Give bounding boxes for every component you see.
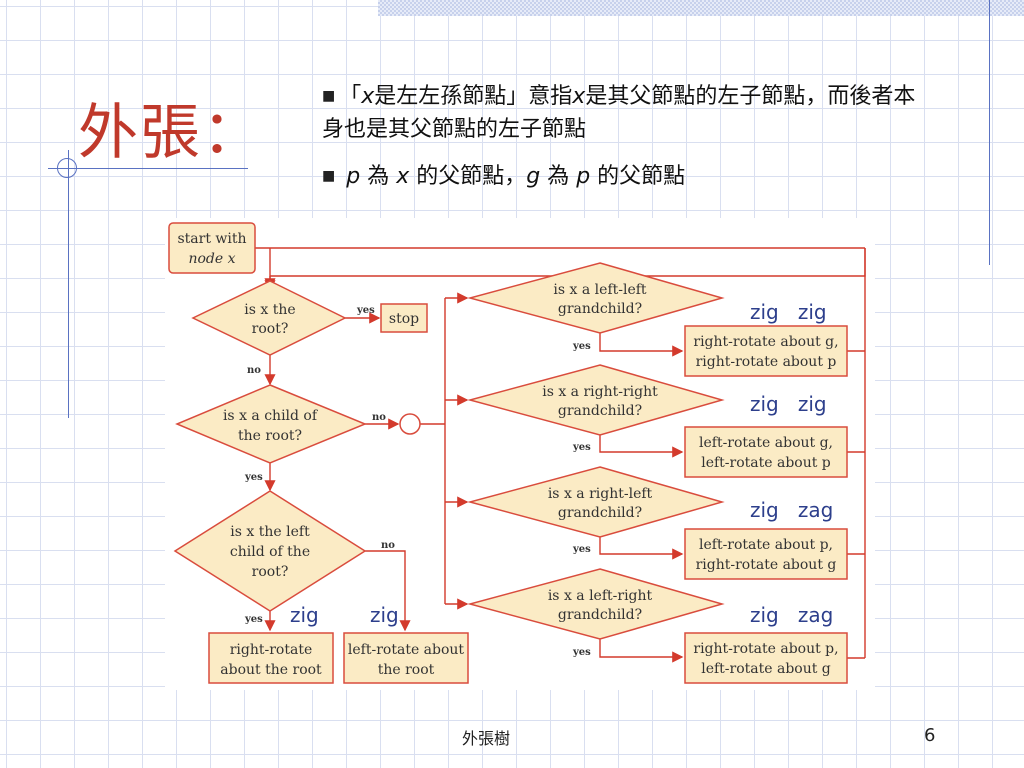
- slide-page-number: 6: [924, 725, 936, 746]
- lr-action-line-2: left-rotate about g: [701, 661, 831, 677]
- ll-action-line-1: right-rotate about g,: [693, 334, 838, 350]
- rl-question-line-1: is x a right-left: [548, 486, 653, 502]
- left-right-decision: is x a left-right grandchild?: [467, 568, 725, 640]
- rl-action-line-2: right-rotate about g: [696, 557, 837, 573]
- is-left-child-decision: is x the left child of the root?: [173, 490, 367, 612]
- left-right-action: right-rotate about p, left-rotate about …: [684, 632, 848, 684]
- right-rotate-root-node: right-rotate about the root: [208, 632, 334, 684]
- right-right-decision: is x a right-right grandchild?: [467, 364, 725, 436]
- decorative-horizontal-line: [48, 168, 248, 169]
- is-left-child-line-3: root?: [252, 564, 289, 580]
- right-rotate-root-line-1: right-rotate: [230, 642, 313, 658]
- start-node: start with node x: [168, 222, 256, 274]
- ll-zigzig-label: zig zig: [750, 300, 827, 324]
- yes-label-rl: yes: [572, 544, 591, 555]
- left-left-action: right-rotate about g, right-rotate about…: [684, 325, 848, 377]
- is-left-child-line-2: child of the: [230, 544, 310, 560]
- rr-question-line-1: is x a right-right: [542, 384, 658, 400]
- top-decorative-band: [378, 0, 1024, 16]
- no-label-root: no: [247, 365, 261, 376]
- decorative-right-line: [989, 0, 990, 265]
- no-label-left-child: no: [381, 540, 395, 551]
- left-left-decision: is x a left-left grandchild?: [467, 262, 725, 334]
- is-child-of-root-decision: is x a child of the root?: [175, 384, 367, 464]
- stop-node: stop: [380, 303, 428, 333]
- yes-label-lr: yes: [572, 647, 591, 658]
- bullet-list: ■「x是左左孫節點」意指x是其父節點的左子節點，而後者本身也是其父節點的左子節點…: [322, 80, 922, 207]
- rr-zigzig-label: zig zig: [750, 392, 827, 416]
- lr-question-line-2: grandchild?: [558, 607, 642, 623]
- rl-zigzag-label: zig zag: [750, 498, 833, 522]
- ll-question-line-1: is x a left-left: [553, 282, 647, 298]
- is-root-decision: is x the root?: [191, 280, 347, 356]
- zig-label-2: zig: [370, 603, 399, 627]
- start-node-line-2: node x: [188, 251, 235, 267]
- is-root-line-2: root?: [252, 321, 289, 337]
- is-left-child-line-1: is x the left: [230, 524, 310, 540]
- rl-action-line-1: left-rotate about p,: [699, 537, 833, 553]
- zig-label-1: zig: [290, 603, 319, 627]
- is-root-line-1: is x the: [244, 302, 295, 318]
- lr-action-line-1: right-rotate about p,: [693, 641, 838, 657]
- right-rotate-root-line-2: about the root: [220, 662, 322, 678]
- start-node-line-1: start with: [177, 231, 246, 247]
- left-rotate-root-line-1: left-rotate about: [348, 642, 465, 658]
- no-label-child: no: [372, 412, 386, 423]
- left-rotate-root-node: left-rotate about the root: [343, 632, 469, 684]
- yes-label-rr: yes: [572, 442, 591, 453]
- rr-action-line-1: left-rotate about g,: [699, 435, 833, 451]
- slide-footer-title: 外張樹: [462, 729, 511, 748]
- bullet-item-1: ■「x是左左孫節點」意指x是其父節點的左子節點，而後者本身也是其父節點的左子節點: [322, 84, 916, 142]
- rr-question-line-2: grandchild?: [558, 403, 642, 419]
- decorative-vertical-line: [68, 150, 69, 418]
- splay-flowchart: start with node x is x the root? yes no …: [165, 218, 875, 690]
- right-left-decision: is x a right-left grandchild?: [467, 466, 725, 538]
- lr-zigzag-label: zig zag: [750, 603, 833, 627]
- stop-label: stop: [389, 311, 419, 327]
- yes-label-ll: yes: [572, 341, 591, 352]
- bullet-square-icon: ■: [322, 168, 336, 184]
- junction-circle: [399, 413, 421, 435]
- ll-action-line-2: right-rotate about p: [696, 354, 837, 370]
- slide-title: 外張：: [78, 98, 264, 168]
- rl-question-line-2: grandchild?: [558, 505, 642, 521]
- right-right-action: left-rotate about g, left-rotate about p: [684, 426, 848, 478]
- decorative-circle: [57, 158, 77, 178]
- yes-label-root: yes: [356, 305, 375, 316]
- left-rotate-root-line-2: the root: [378, 662, 435, 678]
- ll-question-line-2: grandchild?: [558, 301, 642, 317]
- bullet-square-icon: ■: [322, 88, 336, 104]
- right-left-action: left-rotate about p, right-rotate about …: [684, 528, 848, 580]
- rr-action-line-2: left-rotate about p: [701, 455, 831, 471]
- lr-question-line-1: is x a left-right: [548, 588, 653, 604]
- is-child-root-line-1: is x a child of: [223, 408, 319, 424]
- flowchart-connectors: [255, 247, 866, 663]
- bullet-item-2: ■ p 為 x 的父節點，g 為 p 的父節點: [322, 164, 686, 189]
- is-child-root-line-2: the root?: [238, 428, 302, 444]
- yes-label-child: yes: [244, 472, 263, 483]
- yes-label-left-child: yes: [244, 614, 263, 625]
